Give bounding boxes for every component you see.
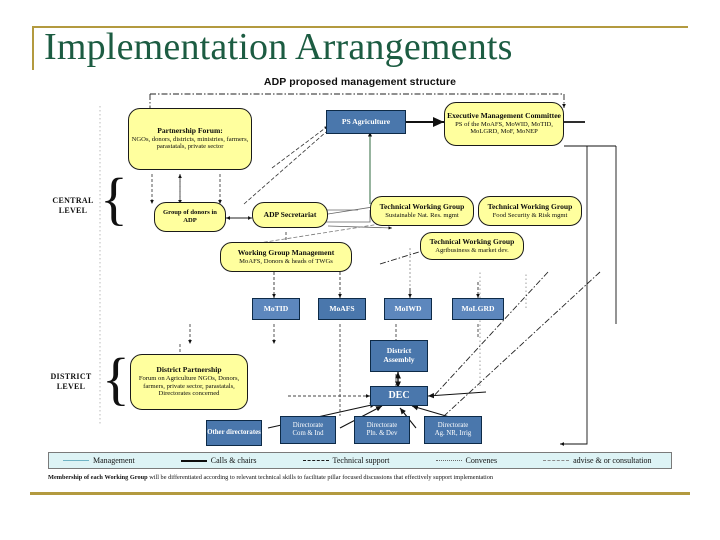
twg-food-body: Food Security & Risk mgmt — [492, 211, 568, 219]
district-assembly-title: District Assembly — [383, 346, 415, 364]
legend-line-advise-icon — [543, 460, 570, 461]
title-top-rule — [32, 26, 688, 28]
group-of-donors-title: Group of donors in ADP — [163, 209, 217, 224]
node-ministry-moafs[interactable]: MoAFS — [318, 298, 366, 320]
node-partnership-forum[interactable]: Partnership Forum: NGOs, donors, distric… — [128, 108, 252, 170]
node-dec[interactable]: DEC — [370, 386, 428, 406]
legend-label: Convenes — [465, 456, 498, 465]
node-twg-food-security[interactable]: Technical Working Group Food Security & … — [478, 196, 582, 226]
twg-agri-body: Agribusiness & market dev. — [435, 246, 509, 254]
legend-item-convenes: Convenes — [435, 456, 498, 465]
legend-label: advise & or consultation — [573, 456, 652, 465]
node-executive-management-committee[interactable]: Executive Management Committee PS of the… — [444, 102, 564, 146]
footnote-rest: will be differentiated according to rele… — [149, 474, 494, 481]
ministry-label: MoAFS — [329, 303, 355, 313]
node-group-of-donors[interactable]: Group of donors in ADP — [154, 202, 226, 232]
node-twg-agribusiness[interactable]: Technical Working Group Agribusiness & m… — [420, 232, 524, 260]
footnote-bold-2: Working Group — [104, 474, 148, 481]
node-ministry-moiwd[interactable]: MoIWD — [384, 298, 432, 320]
node-ministry-molgrd[interactable]: MoLGRD — [452, 298, 504, 320]
node-working-group-management[interactable]: Working Group Management MoAFS, Donors &… — [220, 242, 352, 272]
node-district-assembly[interactable]: District Assembly — [370, 340, 428, 372]
footnote: Membership of each Working Group will be… — [48, 474, 672, 482]
directorate-title: Directorate — [292, 422, 324, 430]
node-adp-secretariat[interactable]: ADP Secretariat — [252, 202, 328, 228]
node-district-partnership[interactable]: District Partnership Forum on Agricultur… — [130, 354, 248, 410]
legend-label: Management — [93, 456, 135, 465]
district-level-brace: { — [102, 346, 130, 411]
central-level-brace: { — [100, 166, 128, 231]
directorate-title: Directorate — [366, 422, 398, 430]
twg-nrm-title: Technical Working Group — [379, 201, 465, 211]
wgm-body: MoAFS, Donors & heads of TWGs — [239, 257, 333, 265]
legend-label: Technical support — [332, 456, 390, 465]
legend-item-technical-support: Technical support — [302, 456, 390, 465]
directorate-title: Directorate — [437, 422, 469, 430]
emc-body: PS of the MoAFS, MoWID, MoTID, MoLGRD, M… — [455, 120, 553, 136]
twg-food-title: Technical Working Group — [487, 201, 573, 211]
node-ps-agriculture[interactable]: PS Agriculture — [326, 110, 406, 134]
legend-item-advise: advise & or consultation — [543, 456, 652, 465]
legend: Management Calls & chairs Technical supp… — [48, 452, 672, 469]
node-twg-nrm[interactable]: Technical Working Group Sustainable Nat.… — [370, 196, 474, 226]
legend-line-technical-icon — [302, 460, 329, 461]
twg-agri-title: Technical Working Group — [429, 236, 515, 246]
twg-nrm-body: Sustainable Nat. Res. mgmt — [385, 211, 459, 219]
adp-secretariat-title: ADP Secretariat — [263, 209, 317, 219]
diagram-subtitle: ADP proposed management structure — [263, 76, 457, 88]
connector-lines — [99, 93, 617, 446]
emc-title: Executive Management Committee — [447, 111, 561, 121]
central-level-label: CENTRAL LEVEL — [52, 196, 94, 215]
directorate-body: Ag. NR, Irrig — [434, 430, 472, 437]
node-directorate-pln-dev[interactable]: Directorate Pln. & Dev — [354, 416, 410, 444]
node-other-directorates[interactable]: Other directorates — [206, 420, 262, 446]
partnership-forum-title: Partnership Forum: — [157, 126, 223, 136]
page-title: Implementation Arrangements — [44, 26, 513, 68]
directorate-body: Pln. & Dev — [366, 430, 398, 437]
ministry-label: MoLGRD — [461, 303, 495, 313]
node-ministry-motid[interactable]: MoTID — [252, 298, 300, 320]
ministry-label: MoTID — [263, 303, 289, 313]
footnote-bold-1: Membership of each — [48, 474, 103, 481]
district-partnership-title: District Partnership — [156, 365, 222, 375]
wgm-title: Working Group Management — [237, 247, 335, 257]
legend-line-convenes-icon — [435, 460, 462, 461]
directorate-title: Other directorates — [207, 429, 261, 437]
partnership-forum-body: NGOs, donors, districts, ministries, far… — [131, 135, 249, 151]
diagram-canvas: ADP proposed management structure — [40, 76, 680, 488]
legend-line-calls-icon — [180, 459, 207, 462]
node-directorate-com-ind[interactable]: Directorate Com & Ind — [280, 416, 336, 444]
directorate-body: Com & Ind — [292, 430, 324, 437]
district-partnership-body: Forum on Agriculture NGOs, Donors, farme… — [138, 374, 240, 398]
title-left-rule — [32, 26, 34, 70]
node-directorate-ag-nr-irrig[interactable]: Directorate Ag. NR, Irrig — [424, 416, 482, 444]
dec-title: DEC — [388, 389, 410, 401]
ps-agriculture-title: PS Agriculture — [341, 116, 391, 126]
legend-item-calls-chairs: Calls & chairs — [180, 456, 257, 465]
legend-item-management: Management — [63, 456, 135, 465]
ministry-label: MoIWD — [394, 303, 422, 313]
bottom-rule — [30, 492, 690, 495]
legend-label: Calls & chairs — [210, 456, 257, 465]
district-level-label: DISTRICT LEVEL — [50, 372, 92, 391]
legend-line-management-icon — [63, 460, 89, 461]
